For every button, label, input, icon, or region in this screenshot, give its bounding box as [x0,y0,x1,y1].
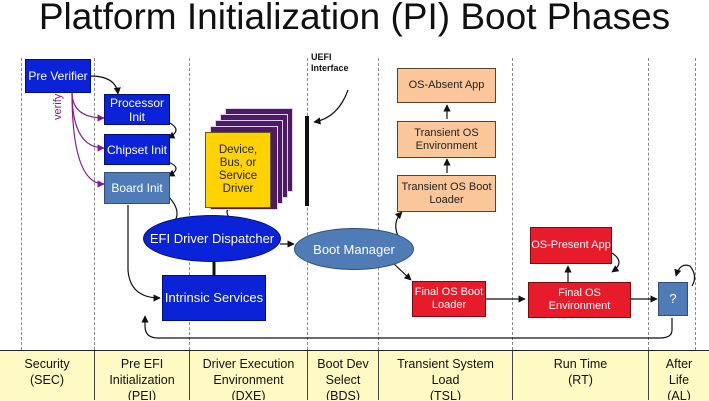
phase-abbr: (DXE) [231,389,266,400]
phase-pei: Pre EFI Initialization (PEI) [94,351,189,400]
phase-abbr: (SEC) [29,373,65,387]
phase-abbr: (RT) [568,373,593,387]
phase-divider [648,58,649,350]
phase-name: Pre EFI Initialization [109,357,175,387]
transient-os-boot-loader-box: Transient OS Boot Loader [397,175,496,212]
phase-name: Run Time [553,357,608,371]
phase-name: Boot Dev Select [317,357,369,387]
phase-abbr: (PEI) [127,389,157,400]
boot-manager: Boot Manager [294,228,414,270]
phase-name: Driver Execution Environment [202,357,295,387]
final-os-boot-loader-box: Final OS Boot Loader [412,281,486,317]
processor-init-box: Processor Init [104,94,170,125]
chipset-init-box: Chipset Init [104,134,170,165]
phase-name: Security [24,357,70,371]
verify-label: verify [52,93,64,120]
phase-name: Transient System Load [397,357,494,387]
phase-divider [378,58,379,350]
final-os-environment-box: Final OS Environment [528,282,631,318]
os-absent-app-box: OS-Absent App [397,68,496,103]
uefi-interface-label: UEFI Interface [311,52,349,73]
transient-os-environment-box: Transient OS Environment [397,121,496,158]
phase-divider [695,58,696,350]
pre-verifier-box: Pre Verifier [25,59,91,93]
board-init-box: Board Init [104,172,170,204]
device-driver-box: Device, Bus, or Service Driver [205,132,271,208]
intrinsic-services-box: Intrinsic Services [162,275,266,321]
phase-tsl: Transient System Load (TSL) [378,351,512,400]
after-life-unknown-box: ? [658,282,688,316]
phase-name: After Life [665,357,693,387]
phase-divider [94,58,95,350]
phase-al: After Life (AL) [648,351,709,400]
phase-abbr: (AL) [667,389,691,400]
phase-abbr: (BDS) [325,389,361,400]
phase-sec: Security (SEC) [0,351,94,400]
phase-divider [512,58,513,350]
os-present-app-box: OS-Present App [530,227,612,264]
phase-bds: Boot Dev Select (BDS) [307,351,378,400]
phase-bar [0,350,709,401]
phase-abbr: (TSL) [429,389,462,400]
phase-dxe: Driver Execution Environment (DXE) [189,351,307,400]
page-title: Platform Initialization (PI) Boot Phases [38,0,671,37]
efi-driver-dispatcher: EFI Driver Dispatcher [143,215,281,262]
phase-divider [21,58,22,350]
phase-divider [189,58,190,350]
phase-rt: Run Time (RT) [512,351,648,400]
